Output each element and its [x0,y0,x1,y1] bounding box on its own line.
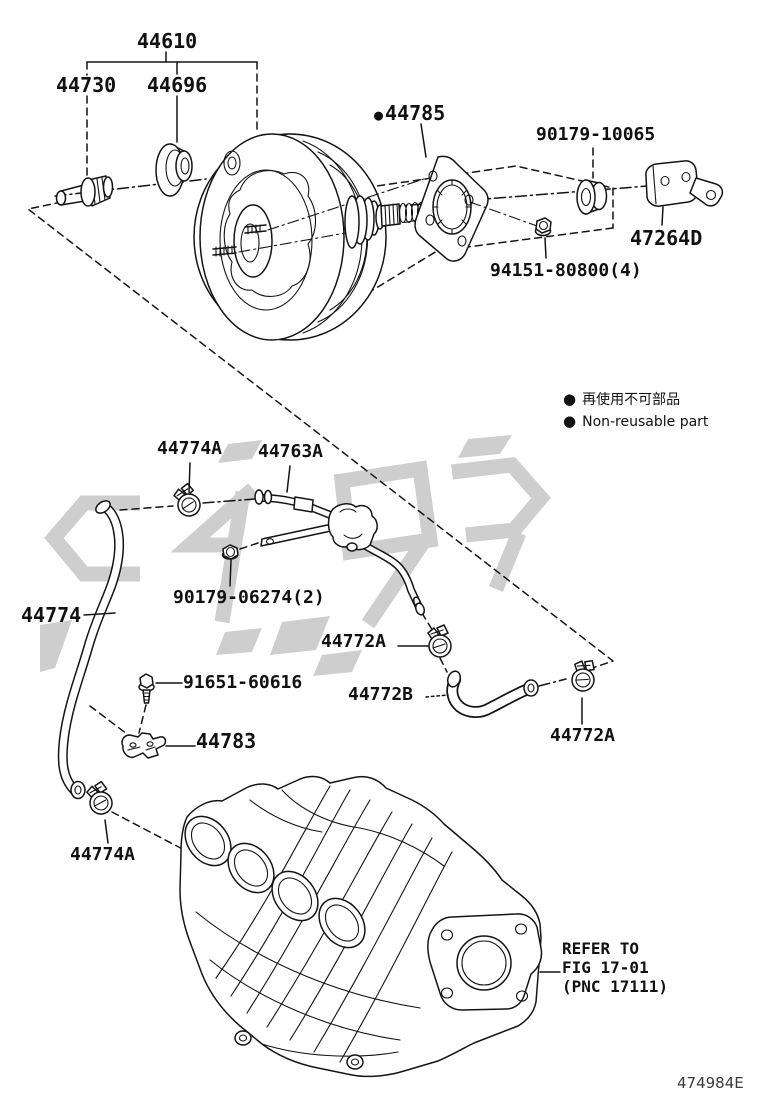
part-label-44774: 44774 [21,603,82,627]
leader-lines [83,123,583,973]
bolt-44730 [55,175,114,207]
part-label-94151-80800: 94151-80800(4) [490,260,642,281]
legend-row-en: ● Non-reusable part [563,412,708,430]
intake-manifold [179,775,543,1078]
part-label-47264D: 47264D [630,226,703,250]
part-label-44774A-lower: 44774A [70,844,136,865]
part-label-44774A-upper: 44774A [157,438,223,459]
part-label-44783: 44783 [196,729,257,753]
watermark-logo [40,435,551,676]
nut-90179-10065 [576,147,608,215]
drawing-code: 474984E [677,1074,744,1092]
clamp-44774A-lower [84,779,115,817]
part-label-90179-10065: 90179-10065 [536,124,656,145]
clevis-47264D [645,160,724,226]
bracket-44783 [121,732,167,759]
legend-bullet-en: ● [563,412,577,430]
hose-44772B [446,670,539,718]
hose-44774 [57,500,124,800]
part-label-44610: 44610 [137,29,198,53]
clamp-44772A-lower [567,655,600,695]
refer-line-3: (PNC 17111) [562,977,668,996]
grommet-44696 [155,143,193,197]
part-label-91651-60616: 91651-60616 [183,672,303,693]
part-label-44785: ●44785 [374,101,446,125]
part-label-44696: 44696 [147,73,208,97]
gasket-44785 [414,155,489,262]
bolt-91651-60616 [138,673,155,704]
legend-text-jp: 再使用不可部品 [582,392,681,408]
part-label-44772A-upper: 44772A [321,631,387,652]
legend-bullet-jp: ● [563,390,577,408]
clamp-44772A-upper [427,624,452,658]
nut-90179-06274 [221,544,239,587]
label-bracket-44610 [86,51,258,177]
nut-94151-80800 [469,201,552,259]
part-label-90179-06274: 90179-06274(2) [173,587,325,608]
legend-row-jp: ● 再使用不可部品 [563,389,680,409]
refer-note: REFER TO FIG 17-01 (PNC 17111) [562,939,668,996]
clamp-44774A-upper [171,481,204,520]
vacuum-pipe-44763A [254,489,426,616]
part-label-44730: 44730 [56,73,117,97]
brake-booster [193,133,435,341]
non-reusable-bullet: ● [374,106,384,124]
legend-text-en: Non-reusable part [582,414,709,430]
refer-line-1: REFER TO [562,939,640,958]
construction-lines [27,165,661,854]
part-label-44772B: 44772B [348,684,414,705]
part-label-44763A: 44763A [258,441,324,462]
refer-line-2: FIG 17-01 [562,958,649,977]
part-label-44772A-lower: 44772A [550,725,616,746]
